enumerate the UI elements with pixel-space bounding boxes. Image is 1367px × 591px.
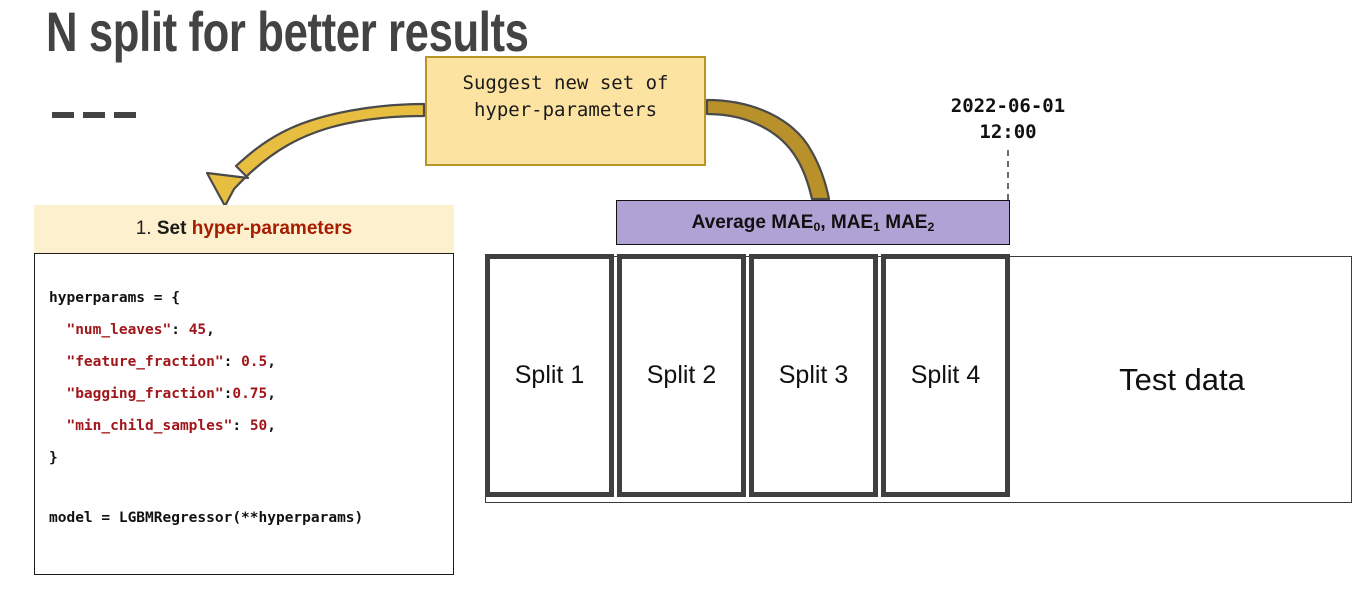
right-evaluate-arrow — [705, 98, 831, 201]
code-line: "bagging_fraction":0.75, — [66, 386, 276, 402]
code-line: hyperparams = { — [49, 290, 180, 306]
split-box-2: Split 2 — [617, 254, 746, 497]
title-underline-dashes — [52, 112, 136, 118]
timestamp-dashed-line — [1007, 150, 1009, 200]
step-number: 1. — [135, 218, 152, 239]
average-mae-label: Average MAE0, MAE1 MAE2 — [691, 211, 935, 234]
left-feedback-arrow — [205, 102, 426, 208]
code-line: "min_child_samples": 50, — [66, 418, 277, 434]
code-line: "num_leaves": 45, — [66, 322, 215, 338]
step-label-plain: Set — [151, 218, 192, 239]
split-box-3: Split 3 — [749, 254, 878, 497]
code-line: model = LGBMRegressor(**hyperparams) — [49, 510, 364, 526]
test-data-label: Test data — [1119, 361, 1245, 397]
split-label: Split 3 — [778, 361, 849, 389]
average-mae-box: Average MAE0, MAE1 MAE2 — [616, 200, 1010, 245]
split-label: Split 4 — [910, 361, 981, 389]
hyperparameters-code-block: hyperparams = { "num_leaves": 45, "featu… — [34, 253, 454, 575]
code-line: } — [49, 450, 58, 466]
suggest-hyperparameters-callout: Suggest new set of hyper-parameters — [425, 56, 706, 166]
callout-text: Suggest new set of hyper-parameters — [462, 72, 669, 121]
split-label: Split 2 — [646, 361, 717, 389]
timestamp-time: 12:00 — [979, 120, 1037, 143]
code-panel-header: 1. Set hyper-parameters — [34, 205, 454, 253]
page-title: N split for better results — [46, 0, 529, 63]
split-label: Split 1 — [514, 361, 585, 389]
timestamp-label: 2022-06-01 12:00 — [906, 94, 1110, 145]
code-line: "feature_fraction": 0.5, — [66, 354, 277, 370]
split-box-1: Split 1 — [485, 254, 614, 497]
split-boxes-group: Split 1 Split 2 Split 3 Split 4 — [485, 254, 1010, 497]
timestamp-date: 2022-06-01 — [950, 95, 1066, 117]
split-box-4: Split 4 — [881, 254, 1010, 497]
code-blank-line — [49, 474, 453, 502]
test-data-region: Test data — [1012, 256, 1352, 503]
step-label-highlight: hyper-parameters — [191, 218, 353, 239]
code-panel-header-text: 1. Set hyper-parameters — [136, 218, 353, 240]
